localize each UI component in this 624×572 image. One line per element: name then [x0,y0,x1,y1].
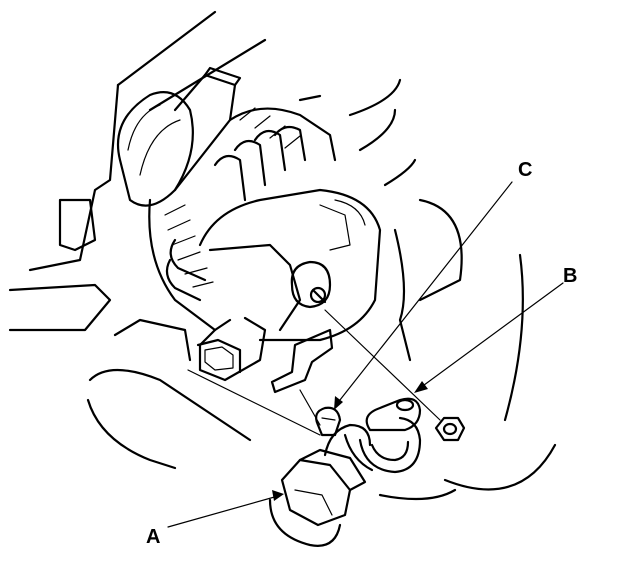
label-c: C [518,159,532,181]
alternator [116,66,382,394]
wire-clip-c [315,406,342,437]
leader-arrows [167,181,564,528]
ring-terminal-b [343,397,422,474]
label-a: A [146,526,160,548]
harness-connector-a [268,423,372,547]
terminal-nut [434,416,466,442]
label-b: B [563,265,577,287]
engine-background-lines [8,10,557,501]
